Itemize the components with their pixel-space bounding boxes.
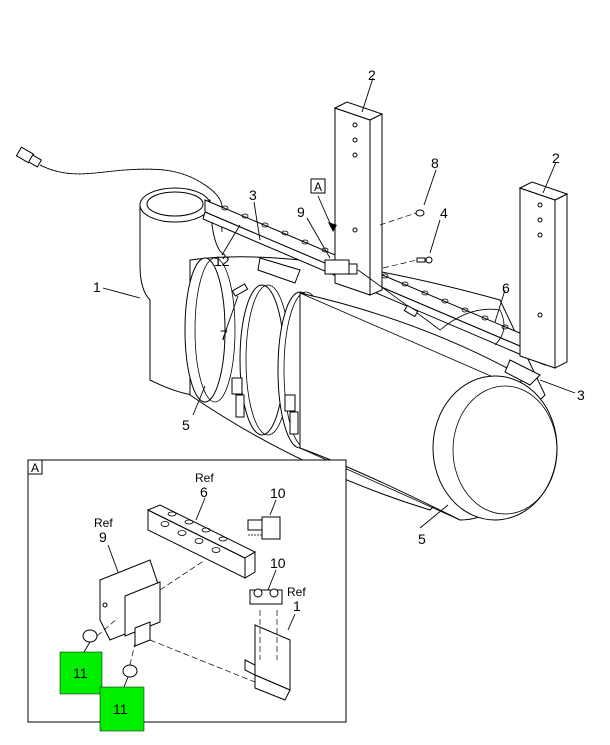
highlight-box-11-right [99,686,145,732]
detail-view-title: A [31,461,39,475]
callout-5-left: 5 [182,417,190,433]
detail-callout-11-right: 11 [113,701,128,717]
vertical-bracket-right [518,181,569,369]
callout-1: 1 [93,279,101,295]
detail-callout-9: 9 [99,529,107,545]
callout-8: 8 [431,155,439,171]
callout-7: 7 [220,327,228,343]
highlight-box-11-left [59,651,103,695]
callout-12: 12 [214,253,230,269]
detail-ref-6-word: Ref [195,471,214,485]
fastener-hardware [231,209,541,386]
callout-2-left: 2 [368,67,376,83]
detail-callout-6: 6 [200,484,208,500]
detail-ref-1-word: Ref [287,585,306,599]
detail-callout-10-top: 10 [270,485,286,501]
callout-4: 4 [440,205,448,221]
detail-callout-10-bottom: 10 [270,555,286,571]
callout-2-right: 2 [552,150,560,166]
detail-view-a: A [27,459,347,732]
sensor-cable [15,146,223,233]
detail-callout-1: 1 [293,598,301,614]
vertical-bracket-left [333,101,384,296]
view-a-marker-box [310,178,326,194]
callout-5-right: 5 [418,531,426,547]
callout-6: 6 [502,280,510,296]
view-a-marker: A [314,180,322,194]
callout-9: 9 [297,204,305,220]
callout-3-right: 3 [577,387,585,403]
callout-3-top: 3 [249,187,257,203]
detail-callout-11-left: 11 [73,665,88,681]
leader-lines [102,77,576,529]
detail-view-title-box [27,459,43,475]
detail-ref-9-word: Ref [94,516,113,530]
